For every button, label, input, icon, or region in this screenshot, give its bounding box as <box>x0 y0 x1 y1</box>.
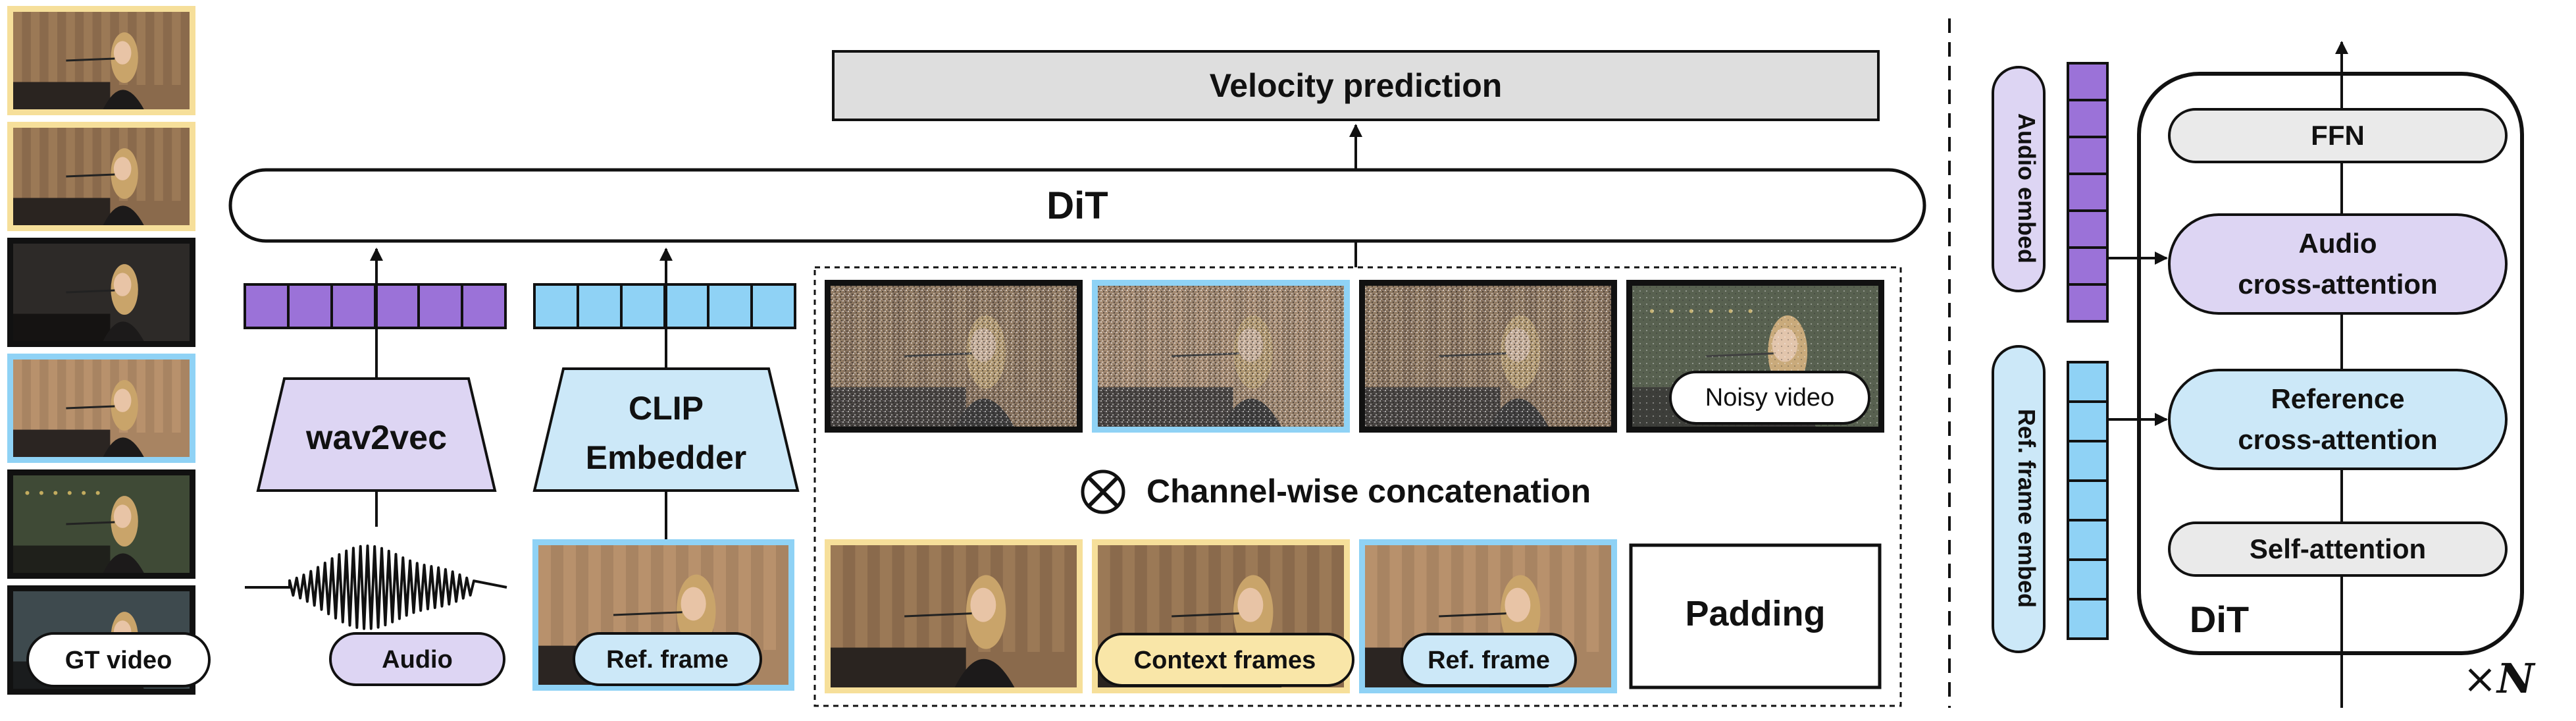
ref-token-1 <box>533 283 579 329</box>
ref-token-2 <box>577 283 623 329</box>
self-attention-label: Self-attention <box>2250 533 2426 564</box>
padding-label: Padding <box>1686 594 1826 633</box>
audio-token-1 <box>244 283 290 329</box>
ref-xattn-line1: Reference <box>2271 383 2404 414</box>
velocity-prediction-label: Velocity prediction <box>1210 67 1503 104</box>
ffn-label: FFN <box>2311 120 2365 151</box>
gt-frame-3-scene <box>13 244 190 341</box>
audio-token-2 <box>287 283 333 329</box>
ref-token-3 <box>620 283 666 329</box>
audio-token-row <box>244 283 507 329</box>
audio-embed-label-pill: Audio embed <box>1992 66 2046 292</box>
ref-embed-label: Ref. frame embed <box>2013 409 2040 608</box>
gt-frame-4-scene <box>13 360 190 457</box>
gt-frame-3 <box>7 238 195 347</box>
ref-xattn-line2: cross-attention <box>2238 424 2437 455</box>
dit-main-label: DiT <box>1046 184 1108 227</box>
ref-frame-concat-label-pill: Ref. frame <box>1401 633 1577 687</box>
self-attention-box <box>2168 521 2508 577</box>
repeat-var: N <box>2496 654 2536 703</box>
audio-embed-token-1 <box>2067 62 2109 101</box>
gt-video-strip <box>7 6 195 695</box>
noisy-frame-1 <box>825 280 1083 433</box>
audio-token-5 <box>417 283 463 329</box>
gt-frame-5 <box>7 469 195 579</box>
context-frames-label-pill: Context frames <box>1095 633 1354 687</box>
gt-frame-5-scene <box>13 475 190 573</box>
reference-cross-attention-box <box>2168 369 2508 470</box>
clip-label-line2: Embedder <box>586 439 747 476</box>
wav2vec-encoder: wav2vec <box>256 377 497 492</box>
audio-token-4 <box>374 283 420 329</box>
ref-embed-token-6 <box>2067 558 2109 601</box>
ref-token-6 <box>750 283 796 329</box>
audio-token-3 <box>330 283 376 329</box>
ref-embed-token-4 <box>2067 479 2109 521</box>
audio-embed-token-6 <box>2067 246 2109 286</box>
noisy-video-row <box>825 280 1884 433</box>
noisy-video-label-pill: Noisy video <box>1669 371 1870 425</box>
gt-video-label: GT video <box>65 647 172 674</box>
clip-label-line1: CLIP <box>629 390 704 427</box>
channel-concat-label: Channel-wise concatenation <box>1146 473 1591 510</box>
audio-token-6 <box>461 283 507 329</box>
gt-video-label-pill: GT video <box>26 632 211 687</box>
wav2vec-label: wav2vec <box>305 419 447 457</box>
ref-embed-token-7 <box>2067 598 2109 640</box>
ref-token-row <box>533 283 796 329</box>
audio-embed-token-4 <box>2067 173 2109 212</box>
audio-embed-token-column <box>2067 62 2109 323</box>
audio-embed-token-7 <box>2067 283 2109 323</box>
condition-frame-1-scene <box>831 545 1077 687</box>
channel-concat-operator: Channel-wise concatenation <box>1081 469 1591 514</box>
audio-label: Audio <box>382 646 453 674</box>
condition-frame-1 <box>825 539 1083 693</box>
ref-embed-token-5 <box>2067 519 2109 561</box>
padding-box: Padding <box>1629 543 1882 689</box>
gt-frame-1-scene <box>13 12 190 109</box>
ref-frame-input-label: Ref. frame <box>606 646 729 674</box>
dit-main-bar: DiT <box>228 168 1926 243</box>
gt-frame-2-scene <box>13 128 190 225</box>
dit-block-label: DiT <box>2190 599 2249 640</box>
ref-embed-label-pill: Ref. frame embed <box>1992 345 2046 653</box>
velocity-prediction-box: Velocity prediction <box>832 50 1880 121</box>
ref-token-5 <box>707 283 753 329</box>
concat-region-border <box>813 266 1902 707</box>
audio-cross-attention-box <box>2168 213 2508 315</box>
ffn-box <box>2168 108 2508 163</box>
ref-embed-token-2 <box>2067 400 2109 442</box>
audio-label-pill: Audio <box>329 632 505 686</box>
ref-frame-label-pill: Ref. frame <box>573 632 762 686</box>
ref-embed-token-1 <box>2067 361 2109 403</box>
audio-xattn-line1: Audio <box>2299 228 2377 259</box>
audio-embed-token-5 <box>2067 209 2109 249</box>
ref-token-4 <box>663 283 709 329</box>
repeat-label: ×N <box>2463 654 2536 703</box>
ref-embed-token-column <box>2067 361 2109 640</box>
noisy-video-label: Noisy video <box>1705 384 1834 412</box>
ref-frame-concat-label: Ref. frame <box>1428 647 1550 674</box>
audio-xattn-line2: cross-attention <box>2238 269 2437 300</box>
noisy-frame-3 <box>1359 280 1617 433</box>
audio-waveform-icon <box>245 545 507 630</box>
audio-embed-token-2 <box>2067 99 2109 138</box>
context-frames-label: Context frames <box>1134 647 1316 674</box>
gt-frame-1 <box>7 6 195 115</box>
dit-block: FFN Audio cross-attention Reference cros… <box>2137 41 2524 708</box>
ref-embed-token-3 <box>2067 440 2109 482</box>
audio-embed-label: Audio embed <box>2013 113 2040 263</box>
clip-embedder: CLIP Embedder <box>532 367 800 492</box>
gt-frame-2 <box>7 122 195 231</box>
gt-frame-4 <box>7 354 195 463</box>
audio-embed-token-3 <box>2067 136 2109 175</box>
noisy-frame-2 <box>1092 280 1350 433</box>
